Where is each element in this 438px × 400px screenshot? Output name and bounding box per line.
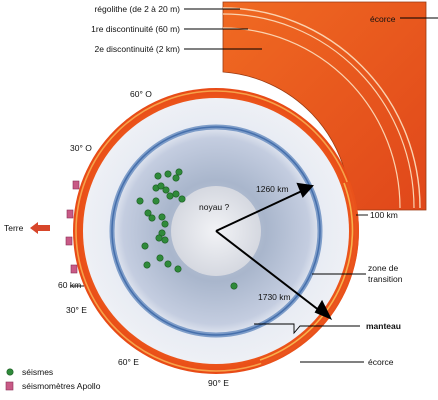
label-60-km: 60 km [58, 280, 81, 290]
label-earth: Terre [4, 223, 24, 233]
quake-point [156, 254, 164, 262]
label-transition-zone: zone de transition [368, 263, 403, 284]
quake-point [148, 214, 156, 222]
label-core: noyau ? [199, 202, 230, 212]
label-transition-line-1: zone de [368, 263, 399, 273]
label-crust-bottom: écorce [368, 357, 394, 367]
quake-point [157, 182, 165, 190]
seismometer-markers [65, 180, 80, 274]
label-100km: 100 km [370, 210, 398, 220]
label-transition-line-2: transition [368, 274, 403, 284]
legend-quake-swatch [6, 368, 14, 376]
quake-point [155, 234, 163, 242]
first-discontinuity-line [222, 13, 415, 209]
legend-quakes: séismes [22, 367, 53, 377]
right-leaders [70, 214, 368, 363]
far-side-crust [259, 181, 359, 366]
quake-point [161, 220, 169, 228]
quake-point [143, 261, 151, 269]
label-1260km: 1260 km [256, 184, 289, 194]
quake-points [136, 168, 238, 290]
arrow-1730-head [314, 299, 333, 320]
legend: séismes séismomètres Apollo [5, 367, 101, 391]
legend-seismometer-swatch [5, 381, 14, 391]
quake-point [141, 242, 149, 250]
regolith-line [222, 7, 421, 209]
label-1730km: 1730 km [258, 292, 291, 302]
quake-point [174, 265, 182, 273]
quake-point [152, 197, 160, 205]
quake-point [136, 197, 144, 205]
label-90-e: 90° E [208, 378, 229, 388]
arrow-1260-head [296, 182, 314, 198]
quake-point [172, 174, 180, 182]
label-second-discontinuity: 2e discontinuité (2 km) [94, 44, 180, 54]
seismometer-marker [65, 236, 73, 246]
seismometer-marker [72, 180, 80, 190]
crust-wedge [222, 1, 427, 211]
quake-point [175, 168, 183, 176]
earth-arrow [30, 222, 50, 234]
quake-point [164, 170, 172, 178]
label-30-o: 30° O [70, 143, 92, 153]
quake-point [166, 192, 174, 200]
seismometer-marker [66, 209, 74, 219]
label-60-e: 60° E [118, 357, 139, 367]
radius-arrows [215, 182, 333, 320]
quake-point [178, 195, 186, 203]
label-mantle: manteau [366, 321, 401, 331]
quake-point [144, 209, 152, 217]
wedge-leaders [184, 8, 438, 50]
quake-point [161, 236, 169, 244]
quake-point [164, 260, 172, 268]
quake-point [162, 186, 170, 194]
label-regolith: régolithe (de 2 à 20 m) [94, 4, 180, 14]
label-first-discontinuity: 1re discontinuité (60 m) [91, 24, 180, 34]
quake-point [158, 213, 166, 221]
quake-point [230, 282, 238, 290]
label-crust-top: écorce [370, 14, 396, 24]
quake-point [154, 172, 162, 180]
quake-point [172, 190, 180, 198]
label-30-e: 30° E [66, 305, 87, 315]
label-60-o: 60° O [130, 89, 152, 99]
legend-seismometers: séismomètres Apollo [22, 381, 101, 391]
seismometer-marker [70, 264, 78, 274]
second-discontinuity-line [222, 27, 401, 209]
